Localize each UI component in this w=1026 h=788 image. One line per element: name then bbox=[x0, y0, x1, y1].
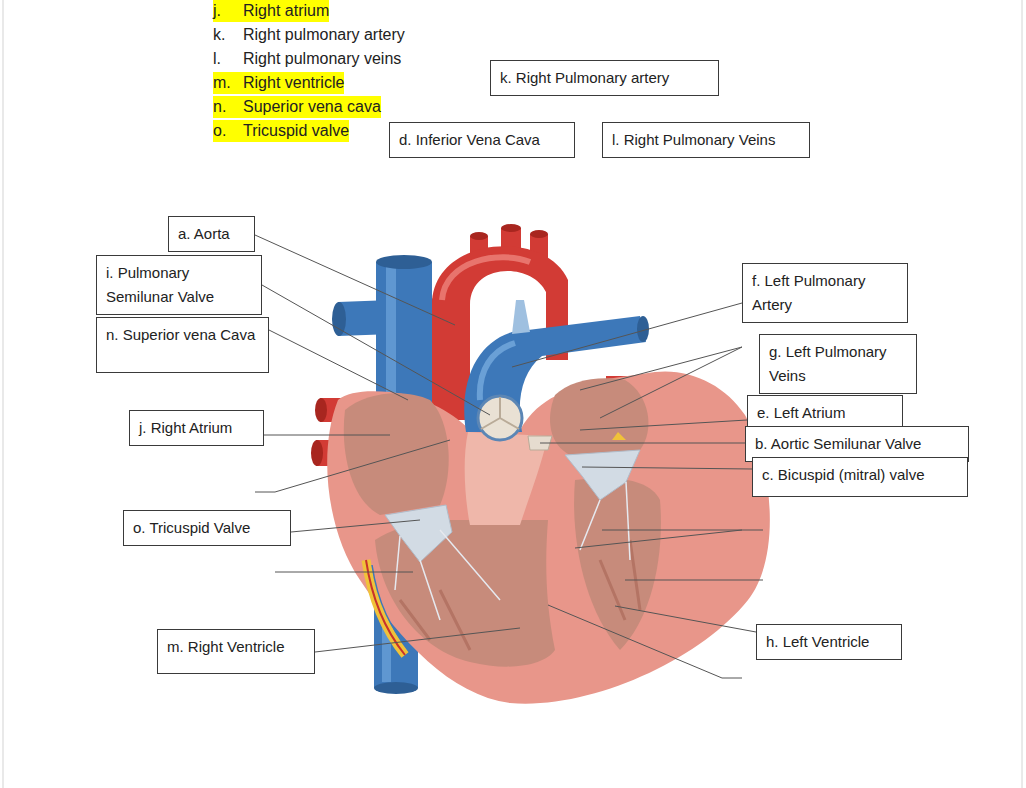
label-text: b. Aortic Semilunar Valve bbox=[755, 432, 921, 456]
leader-line bbox=[580, 347, 742, 390]
leader-line bbox=[615, 606, 756, 632]
leader-line bbox=[575, 530, 742, 548]
trabeculae bbox=[400, 540, 640, 650]
leader-line bbox=[269, 330, 408, 400]
label-text: m. Right Ventricle bbox=[167, 635, 285, 659]
label-box: i. Pulmonary Semilunar Valve bbox=[96, 255, 262, 315]
vessel-cap bbox=[376, 255, 432, 269]
label-box: n. Superior vena Cava bbox=[96, 317, 269, 373]
mitral-valve bbox=[565, 450, 640, 500]
label-box: j. Right Atrium bbox=[129, 410, 264, 446]
chordae bbox=[580, 482, 630, 560]
label-text: a. Aorta bbox=[178, 222, 230, 246]
vessel-cap bbox=[311, 440, 323, 466]
right-atrium bbox=[344, 393, 449, 515]
label-box: k. Right Pulmonary artery bbox=[490, 60, 719, 96]
label-text: e. Left Atrium bbox=[757, 401, 845, 425]
label-text: j. Right Atrium bbox=[139, 416, 232, 440]
label-box: a. Aorta bbox=[168, 216, 255, 252]
label-text: n. Superior vena Cava bbox=[106, 323, 259, 347]
leader-line bbox=[600, 347, 742, 418]
list-marker: n. bbox=[213, 96, 243, 118]
label-box: h. Left Ventricle bbox=[756, 624, 902, 660]
vessel-cap bbox=[470, 232, 488, 240]
list-item: Right ventricle bbox=[243, 72, 344, 94]
label-box: d. Inferior Vena Cava bbox=[389, 122, 575, 158]
pulmonary-valve bbox=[478, 396, 522, 440]
list-marker: k. bbox=[213, 24, 243, 46]
label-text: d. Inferior Vena Cava bbox=[399, 128, 540, 152]
left-ventricle bbox=[574, 478, 661, 650]
leader-line bbox=[264, 435, 390, 436]
label-text: o. Tricuspid Valve bbox=[133, 516, 250, 540]
leader-line bbox=[262, 285, 490, 415]
leader-line bbox=[548, 605, 742, 678]
ligament bbox=[512, 300, 530, 334]
list-item: Right pulmonary veins bbox=[243, 48, 401, 70]
leader-line bbox=[625, 580, 763, 581]
vessel-cap bbox=[501, 224, 521, 232]
label-text: g. Left Pulmonary Veins bbox=[769, 340, 907, 388]
label-box: c. Bicuspid (mitral) valve bbox=[752, 457, 968, 497]
leader-line bbox=[275, 572, 413, 573]
label-text: h. Left Ventricle bbox=[766, 630, 869, 654]
leader-line bbox=[315, 628, 520, 652]
heart-wall bbox=[327, 371, 770, 703]
vessel-highlight bbox=[442, 257, 530, 300]
leader-line bbox=[291, 520, 420, 532]
coronary-vein bbox=[372, 565, 412, 652]
label-text: c. Bicuspid (mitral) valve bbox=[762, 463, 925, 487]
coronary-fat bbox=[612, 432, 626, 440]
list-marker: o. bbox=[213, 120, 243, 142]
list-marker: l. bbox=[213, 48, 243, 70]
leader-line bbox=[582, 467, 752, 469]
leader-line bbox=[580, 420, 747, 430]
label-box: o. Tricuspid Valve bbox=[123, 510, 291, 546]
coronary-artery bbox=[366, 560, 405, 655]
vessel-highlight bbox=[480, 343, 515, 400]
chordae bbox=[395, 530, 500, 620]
coronary-fat bbox=[366, 560, 405, 655]
leader-line bbox=[255, 440, 450, 492]
list-item: Tricuspid valve bbox=[243, 120, 349, 142]
label-text: k. Right Pulmonary artery bbox=[500, 66, 669, 90]
label-text: f. Left Pulmonary Artery bbox=[752, 269, 898, 317]
label-box: l. Right Pulmonary Veins bbox=[602, 122, 810, 158]
tricuspid-valve bbox=[385, 505, 452, 562]
page-sheet bbox=[3, 0, 1022, 788]
vessel-cap bbox=[374, 682, 418, 694]
vessel-cap bbox=[332, 302, 346, 336]
leader-lines bbox=[255, 235, 763, 678]
label-box: m. Right Ventricle bbox=[157, 629, 315, 674]
list-marker: m. bbox=[213, 72, 243, 94]
label-text: l. Right Pulmonary Veins bbox=[612, 128, 775, 152]
list-item: Superior vena cava bbox=[243, 96, 381, 118]
list-item: Right atrium bbox=[243, 0, 329, 22]
leader-line bbox=[255, 235, 455, 325]
heart-drawing bbox=[311, 224, 770, 704]
label-box: g. Left Pulmonary Veins bbox=[759, 334, 917, 394]
leader-line bbox=[540, 443, 745, 444]
label-text: i. Pulmonary Semilunar Valve bbox=[106, 261, 252, 309]
label-box: f. Left Pulmonary Artery bbox=[742, 263, 908, 323]
list-item: Right pulmonary artery bbox=[243, 24, 405, 46]
vessel-cap bbox=[315, 398, 327, 422]
leader-line bbox=[512, 303, 742, 367]
list-marker: j. bbox=[213, 0, 243, 22]
vessel-cap bbox=[530, 230, 548, 238]
